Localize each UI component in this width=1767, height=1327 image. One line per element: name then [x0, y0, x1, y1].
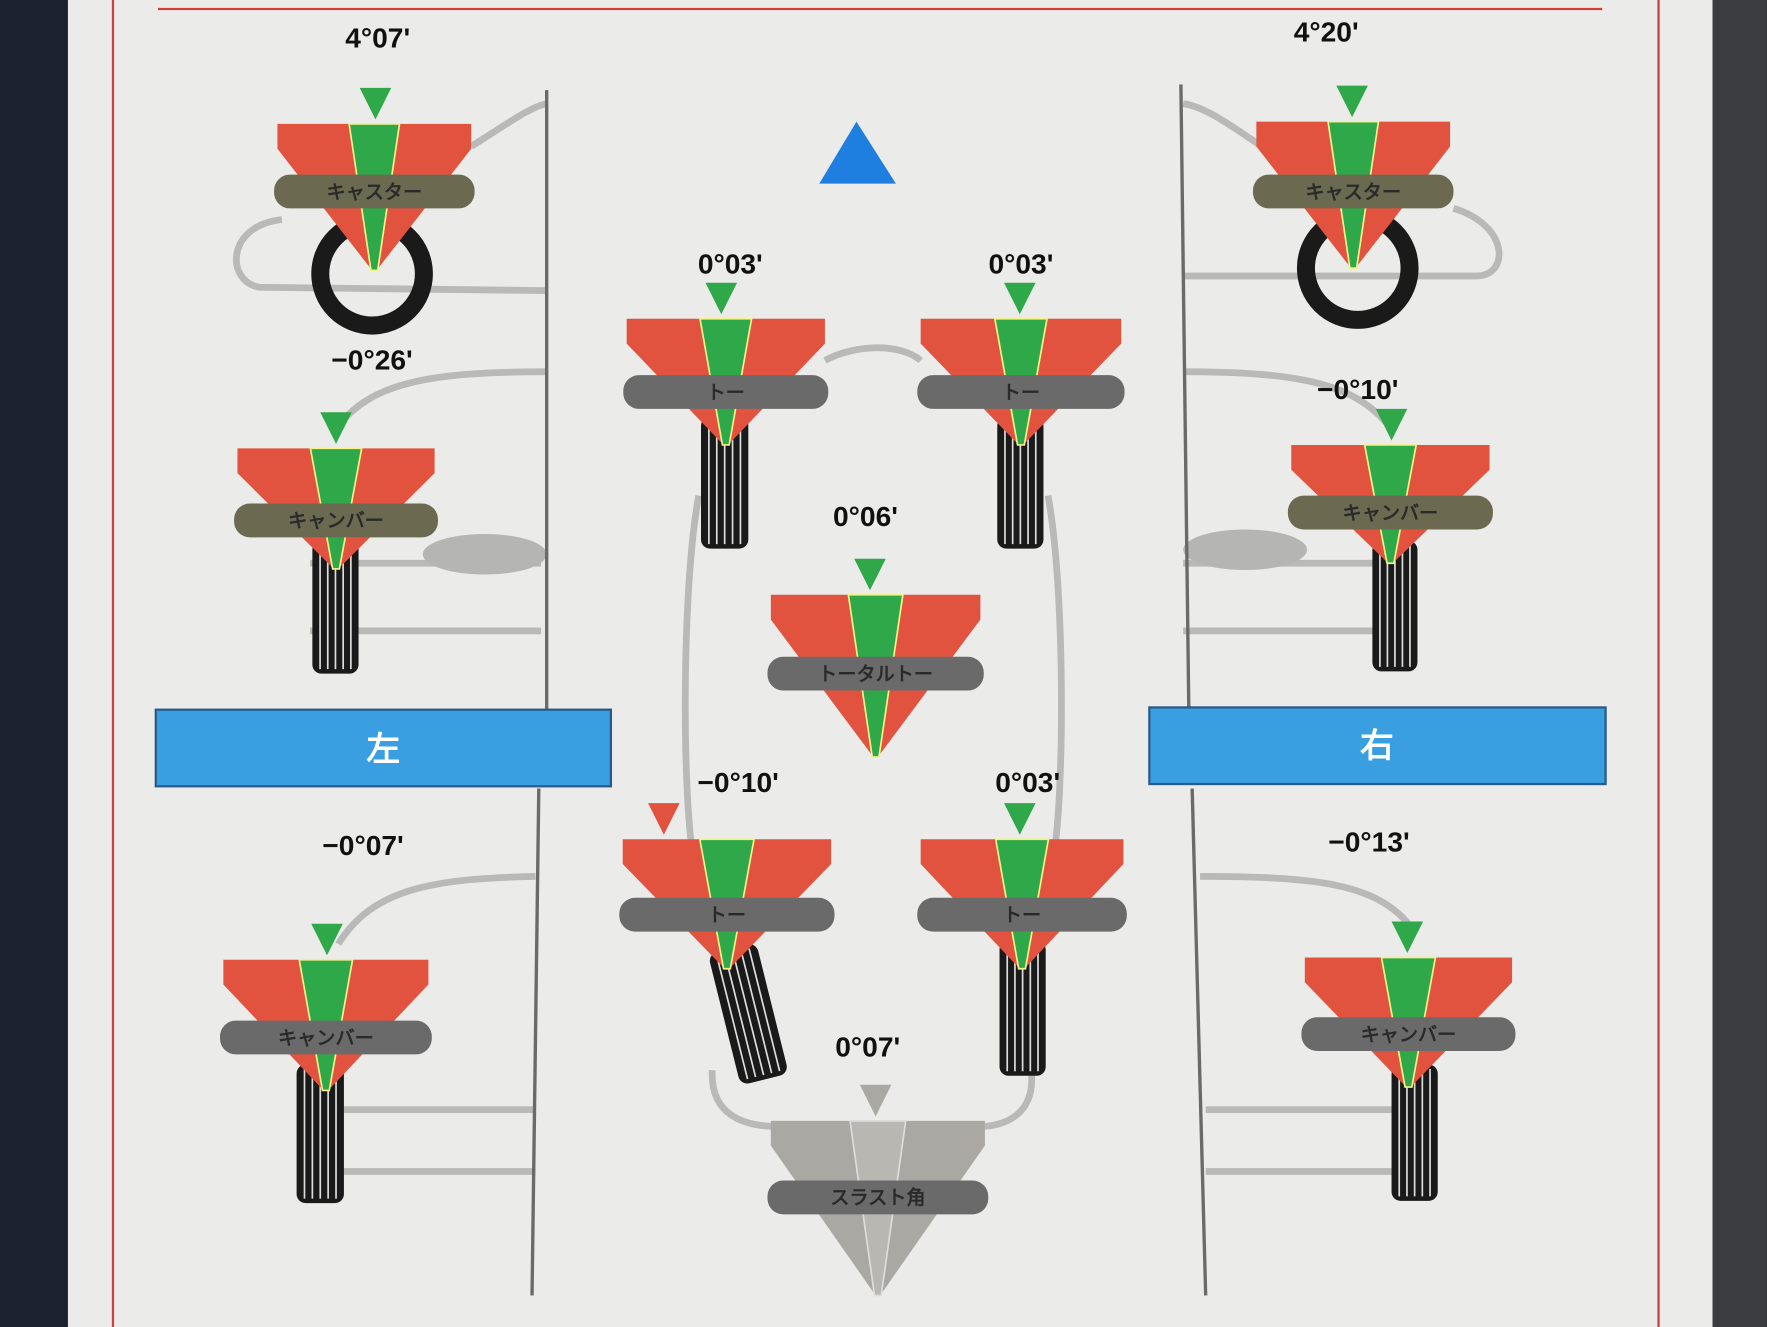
- gauge-label-pill: [220, 1020, 432, 1055]
- gauge-pointer-icon: [1336, 85, 1368, 118]
- gauge-value: −0°07': [322, 830, 403, 861]
- gauge-label-pill: [767, 1180, 989, 1215]
- gauge-pointer-icon: [311, 923, 343, 956]
- right-front-camber-tire-icon: [1372, 540, 1418, 672]
- gauge-label: トー: [707, 381, 745, 404]
- gauge-pointer-icon: [859, 1084, 892, 1117]
- gauge-label-pill: [619, 897, 835, 932]
- gauge-front-left-caster: 4°07' キャスター: [274, 22, 475, 272]
- gauge-pointer-icon: [1004, 282, 1036, 315]
- gauge-value: 0°03': [698, 249, 763, 280]
- front-left-toe-tire-icon: [701, 416, 749, 549]
- gauge-value: −0°10': [1317, 374, 1398, 405]
- gauge-label-pill: [1287, 495, 1493, 530]
- side-label-left: 左: [154, 708, 613, 788]
- right-divider: [1179, 84, 1191, 708]
- gauge-rear-right-toe: 0°03' トー: [917, 767, 1127, 970]
- gauge-total-toe: 0°06' トータルトー: [767, 501, 984, 758]
- gauge-pointer-icon: [1004, 803, 1036, 835]
- gauge-label: キャンバー: [1361, 1023, 1457, 1046]
- gauge-front-right-toe: 0°03' トー: [917, 249, 1125, 446]
- gauge-pointer-icon: [1391, 921, 1424, 954]
- gauge-label-pill: [767, 656, 984, 691]
- gauge-pointer-icon: [359, 87, 392, 120]
- left-front-camber-tire-icon: [312, 540, 359, 674]
- rear-left-toe-tire-icon: [709, 944, 787, 1084]
- gauge-value: −0°13': [1328, 827, 1409, 858]
- gauge-value: −0°26': [331, 344, 412, 375]
- gauge-pointer-icon: [705, 282, 738, 315]
- gauge-value: 0°07': [835, 1032, 900, 1063]
- gauge-value: −0°10': [697, 767, 778, 798]
- gauge-value: 4°07': [345, 22, 410, 53]
- gauge-value: 0°03': [995, 767, 1060, 798]
- side-label-left-text: 左: [366, 729, 400, 768]
- gauge-rear-left-toe: −0°10' トー: [619, 767, 835, 970]
- rear-right-camber-tire-icon: [1391, 1064, 1438, 1201]
- gauge-pointer-icon: [854, 558, 886, 591]
- side-label-right: 右: [1148, 706, 1607, 786]
- gauge-label: スラスト角: [830, 1186, 925, 1209]
- gauge-front-right-caster: 4°20' キャスター: [1252, 17, 1454, 269]
- gauge-label: キャスター: [1305, 180, 1401, 203]
- gauge-value: 4°20': [1294, 17, 1359, 48]
- gauge-thrust-angle: 0°07' スラスト角: [767, 1032, 989, 1297]
- gauge-label-pill: [1301, 1017, 1516, 1052]
- gauge-pointer-icon: [648, 803, 680, 835]
- gauge-value: 0°03': [988, 249, 1053, 280]
- front-right-toe-tire-icon: [997, 416, 1044, 549]
- gauge-front-left-toe: 0°03' トー: [623, 249, 829, 446]
- gauge-label-pill: [274, 174, 475, 209]
- gauge-label-pill: [234, 503, 438, 538]
- gauge-pointer-icon: [320, 412, 352, 444]
- gauge-label: トー: [1003, 903, 1041, 926]
- gauge-label: トー: [708, 903, 746, 926]
- gauge-label: キャンバー: [1343, 501, 1439, 524]
- rear-right-toe-tire-icon: [999, 940, 1046, 1076]
- car-outline: [233, 100, 1503, 1175]
- gauge-label: トータルトー: [818, 662, 933, 685]
- gauge-label: キャスター: [326, 180, 422, 203]
- forward-arrow-icon: [819, 121, 896, 184]
- gauge-rear-left-camber: −0°07' キャンバー: [220, 830, 432, 1092]
- gauge-pointer-icon: [1375, 408, 1408, 441]
- side-label-right-text: 右: [1360, 726, 1394, 765]
- gauge-label-pill: [917, 375, 1125, 409]
- gauge-label-pill: [1252, 174, 1454, 209]
- gauge-label-pill: [917, 897, 1127, 932]
- gauge-value: 0°06': [833, 501, 898, 532]
- gauge-label: トー: [1002, 381, 1040, 404]
- gauge-label: キャンバー: [288, 509, 384, 532]
- gauge-front-left-camber: −0°26' キャンバー: [234, 344, 438, 570]
- frame-border: [111, 0, 1660, 1327]
- gauge-front-right-camber: −0°10' キャンバー: [1287, 374, 1493, 565]
- gauge-label: キャンバー: [278, 1026, 374, 1049]
- gauge-rear-right-camber: −0°13' キャンバー: [1301, 827, 1516, 1088]
- gauge-label-pill: [623, 375, 829, 409]
